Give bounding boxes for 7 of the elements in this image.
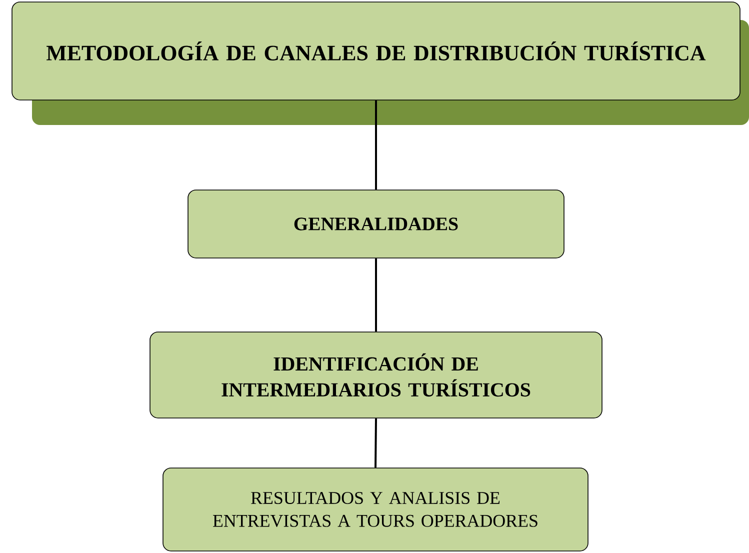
connector-line: [375, 258, 377, 332]
connector-line: [375, 100, 377, 190]
process-box: RESULTADOS Y ANALISIS DE ENTREVISTAS A TOURS OPERADORES: [162, 468, 588, 552]
process-box: METODOLOGÍA DE CANALES DE DISTRIBUCIÓN TURÍSTICA: [12, 2, 740, 100]
process-box: IDENTIFICACIÓN DE INTERMEDIARIOS TURÍSTICOS: [150, 332, 602, 418]
process-box: GENERALIDADES: [188, 190, 564, 258]
connector-line: [374, 418, 377, 468]
